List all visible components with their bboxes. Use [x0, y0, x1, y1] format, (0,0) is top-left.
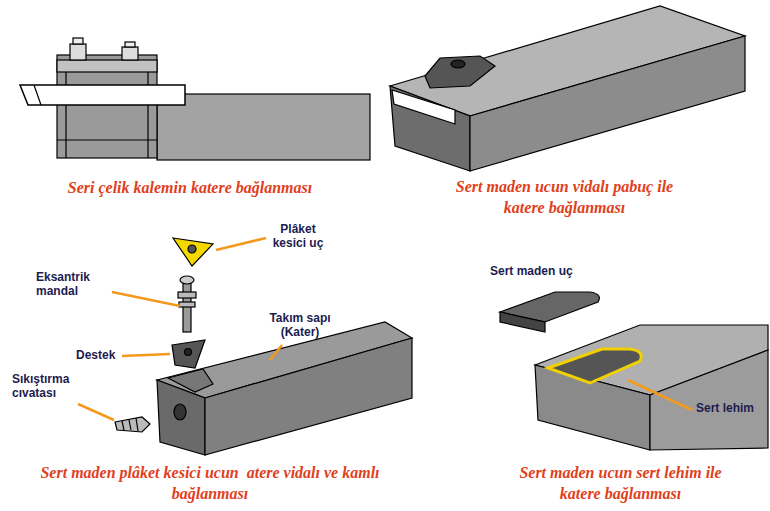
- tool-post-figure: [20, 38, 370, 160]
- insert-holder-figure: [173, 238, 213, 266]
- figure-caption: Sert maden plâket kesici ucun atere vida…: [40, 462, 380, 504]
- part-label: Sıkıştırma cıvatası: [12, 372, 92, 400]
- leader-lines: [112, 292, 180, 306]
- figure-caption: Sert maden ucun vidalı pabuç ile katere …: [452, 176, 677, 218]
- insert-holder-figure: [179, 302, 195, 307]
- figure-caption: Sert maden ucun sert lehim ile katere ba…: [498, 462, 743, 504]
- brazed-holder-figure: [500, 292, 768, 450]
- insert-holder-figure: [180, 276, 194, 284]
- insert-holder-figure: [115, 417, 150, 432]
- tool-post-figure: [73, 38, 83, 44]
- leader-lines: [78, 238, 692, 420]
- tool-post-figure: [157, 94, 370, 160]
- part-label: Takım sapı (Kater): [260, 311, 340, 339]
- part-label: Sert maden uç: [490, 264, 573, 278]
- insert-holder-figure: [188, 245, 196, 253]
- leader-lines: [216, 238, 266, 250]
- part-label: Eksantrik mandal: [36, 270, 108, 298]
- insert-holder-figure: [122, 421, 124, 430]
- part-label: Destek: [76, 348, 115, 362]
- clamped-holder-figure: [425, 56, 495, 88]
- clamped-holder-figure: [390, 86, 470, 171]
- tool-post-figure: [57, 60, 157, 72]
- insert-holder-figure: [185, 349, 192, 356]
- brazed-holder-figure: [650, 350, 768, 450]
- insert-holder-figure: [115, 238, 412, 455]
- part-label: Sert lehim: [696, 401, 754, 415]
- insert-holder-figure: [129, 420, 131, 430]
- brazed-holder-figure: [500, 312, 545, 332]
- tool-post-figure: [70, 44, 86, 60]
- leader-lines: [78, 404, 114, 420]
- insert-holder-figure: [168, 369, 213, 392]
- tool-post-figure: [20, 85, 185, 105]
- insert-holder-figure: [205, 338, 412, 455]
- insert-holder-figure: [136, 418, 138, 431]
- insert-holder-figure: [174, 404, 186, 420]
- tool-post-figure: [34, 85, 41, 105]
- clamped-holder-figure: [451, 60, 465, 68]
- figure-caption: Seri çelik kalemin katere bağlanması: [10, 177, 370, 198]
- tool-post-figure: [125, 42, 135, 47]
- tool-post-figure: [122, 47, 138, 60]
- leader-lines: [628, 380, 692, 410]
- clamped-holder-figure: [470, 36, 745, 171]
- leader-lines: [122, 354, 170, 356]
- tool-post-figure: [57, 139, 157, 140]
- clamped-holder-figure: [390, 6, 745, 171]
- tool-post-figure: [57, 55, 157, 158]
- part-label: Plâket kesici uç: [266, 222, 330, 250]
- insert-holder-figure: [172, 340, 205, 368]
- leader-lines: [270, 345, 282, 360]
- brazed-holder-figure: [548, 349, 641, 383]
- insert-holder-figure: [178, 292, 196, 298]
- clamped-holder-figure: [392, 90, 455, 124]
